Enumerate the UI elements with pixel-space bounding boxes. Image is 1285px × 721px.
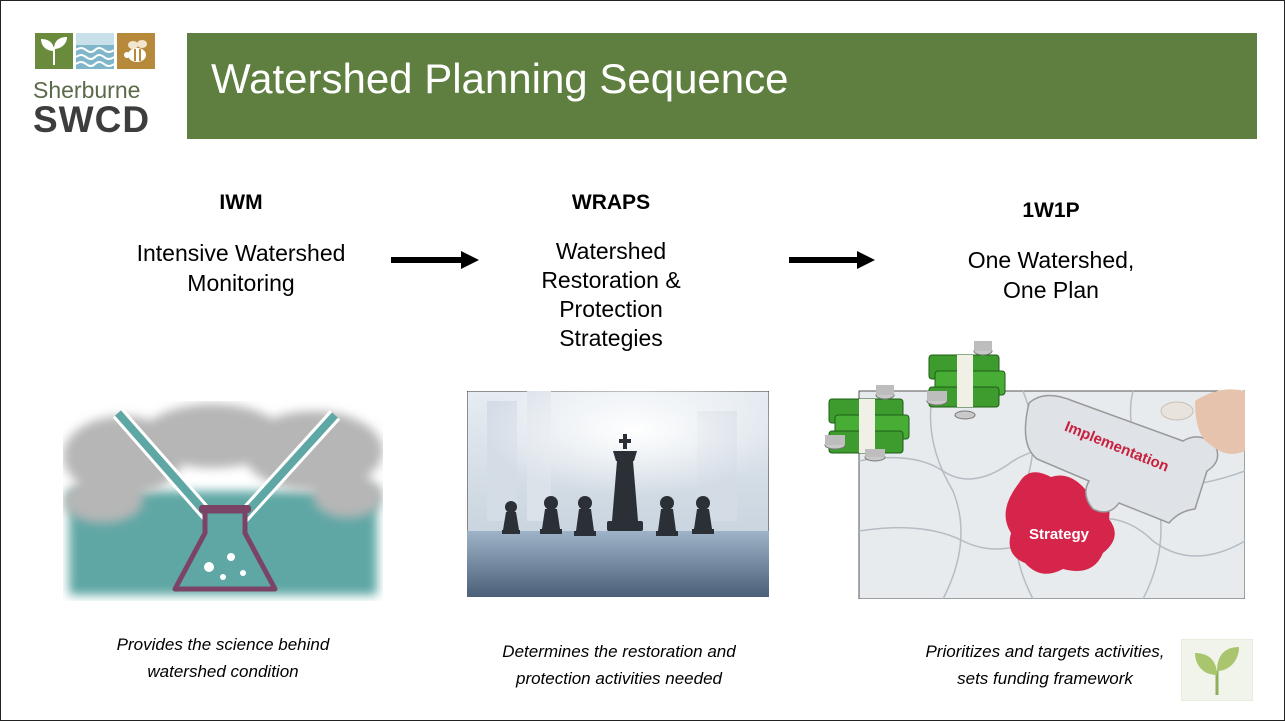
water-tile-icon — [76, 33, 114, 69]
sherburne-swcd-logo: Sherburne SWCD — [33, 33, 179, 141]
title-bar: Watershed Planning Sequence — [187, 33, 1257, 139]
step-wraps-line: Restoration & — [541, 267, 681, 293]
money-stack-icon — [926, 341, 1006, 420]
right-arrow-icon — [789, 251, 875, 269]
step-1w1p-description: One Watershed, One Plan — [901, 245, 1201, 305]
chess-pieces-photo — [467, 391, 769, 597]
page-title: Watershed Planning Sequence — [211, 55, 789, 102]
step-wraps-caption: Determines the restoration and protectio… — [447, 638, 791, 692]
puzzle-label-strategy: Strategy — [1029, 526, 1090, 543]
caption-line: Prioritizes and targets activities, — [925, 642, 1165, 661]
caption-line: Provides the science behind — [116, 635, 330, 654]
step-1w1p-caption: Prioritizes and targets activities, sets… — [873, 638, 1217, 692]
sprout-tile-icon — [35, 33, 73, 69]
right-arrow-icon — [391, 251, 479, 269]
caption-line: Determines the restoration and — [502, 642, 736, 661]
leaf-icon — [1181, 639, 1253, 701]
step-iwm-line: Intensive Watershed — [136, 240, 346, 266]
caption-line: protection activities needed — [515, 669, 723, 688]
lab-flask-illustration — [63, 401, 383, 601]
step-wraps-line: Protection — [559, 296, 663, 322]
step-wraps-line: Strategies — [559, 325, 663, 351]
puzzle-money-photo: Strategy Implementation — [824, 341, 1245, 599]
logo-org: SWCD — [33, 99, 151, 140]
logo-name: Sherburne — [33, 77, 141, 103]
step-1w1p-abbr: 1W1P — [1022, 199, 1080, 222]
step-wraps-description: Watershed Restoration & Protection Strat… — [491, 237, 731, 353]
step-wraps-abbr: WRAPS — [571, 191, 651, 214]
caption-line: sets funding framework — [957, 669, 1133, 688]
logo-tiles — [35, 33, 155, 69]
step-1w1p-line: One Plan — [1003, 277, 1099, 303]
bee-tile-icon — [117, 33, 155, 69]
step-iwm-description: Intensive Watershed Monitoring — [71, 238, 411, 298]
step-wraps-line: Watershed — [555, 238, 667, 264]
step-iwm-abbr: IWM — [219, 191, 263, 214]
money-stack-icon — [824, 385, 910, 462]
step-iwm-line: Monitoring — [187, 270, 295, 296]
caption-line: watershed condition — [147, 662, 299, 681]
step-iwm-caption: Provides the science behind watershed co… — [63, 631, 383, 685]
step-1w1p-line: One Watershed, — [967, 247, 1135, 273]
